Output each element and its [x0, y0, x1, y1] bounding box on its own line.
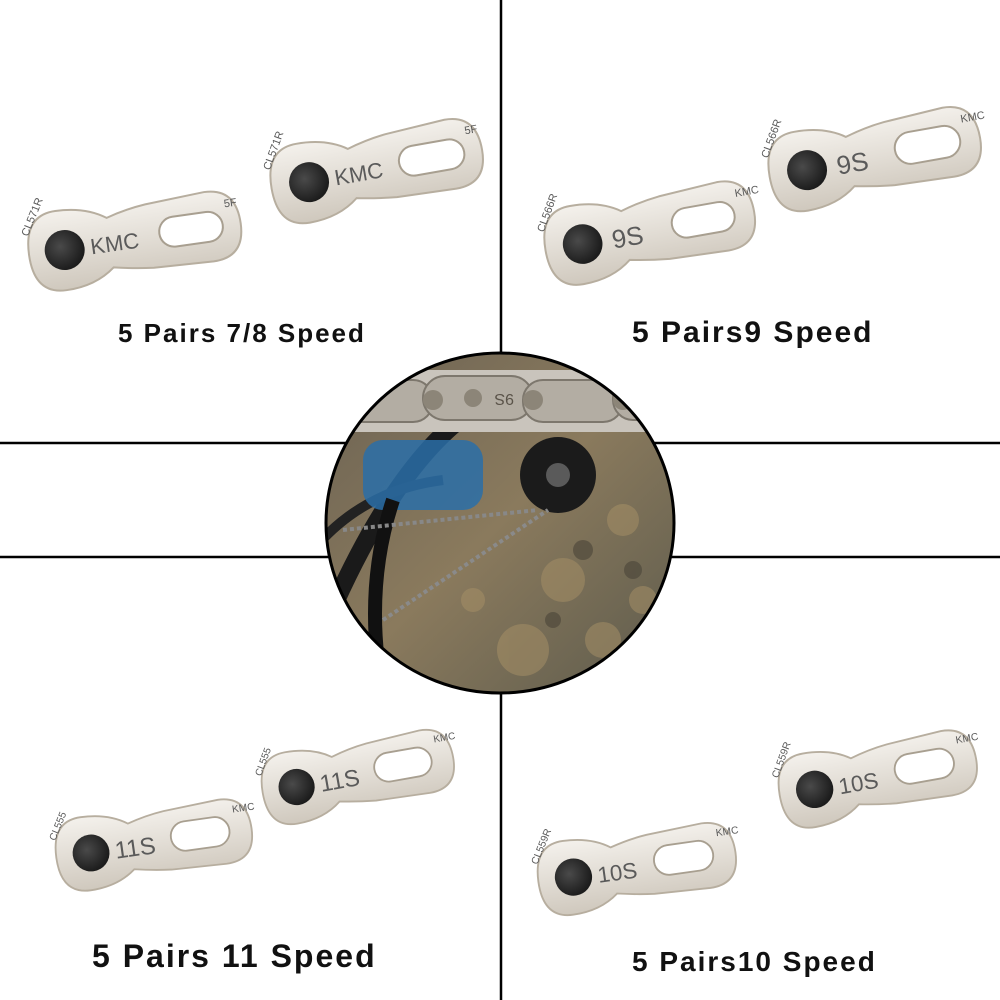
master-link-7-8-b: KMC 5F CL571R [262, 117, 484, 225]
master-link-9-a: 9S KMC CL566R [536, 180, 760, 286]
svg-text:KMC: KMC [433, 731, 457, 746]
svg-text:11S: 11S [113, 832, 157, 864]
svg-text:KMC: KMC [231, 802, 255, 816]
svg-text:10S: 10S [596, 858, 639, 888]
caption-11-speed: 5 Pairs 11 Speed [92, 938, 377, 974]
caption-10-speed: 5 Pairs10 Speed [632, 946, 877, 977]
svg-text:KMC: KMC [955, 732, 980, 747]
chain-mark: 9S [494, 390, 514, 407]
master-link-7-8-a: KMC 5F CL571R [20, 190, 243, 292]
caption-7-8-speed: 5 Pairs 7/8 Speed [118, 318, 366, 348]
bike-chain-photo: 9S [324, 351, 676, 695]
master-link-10-b: 10S KMC CL559R [771, 729, 980, 829]
master-link-9-b: 9S KMC CL566R [760, 105, 986, 213]
master-link-11-b: 11S KMC CL555 [254, 728, 457, 826]
svg-text:KMC: KMC [960, 110, 986, 126]
caption-9-speed: 5 Pairs9 Speed [632, 316, 874, 349]
svg-text:9S: 9S [610, 222, 646, 255]
svg-text:KMC: KMC [734, 184, 760, 200]
master-link-10-a: 10S KMC CL559R [530, 821, 739, 917]
svg-text:KMC: KMC [715, 825, 739, 839]
svg-text:9S: 9S [834, 146, 871, 181]
master-link-11-a: 11S KMC CL555 [48, 798, 255, 892]
svg-text:5F: 5F [464, 123, 479, 137]
svg-text:5F: 5F [223, 197, 238, 211]
